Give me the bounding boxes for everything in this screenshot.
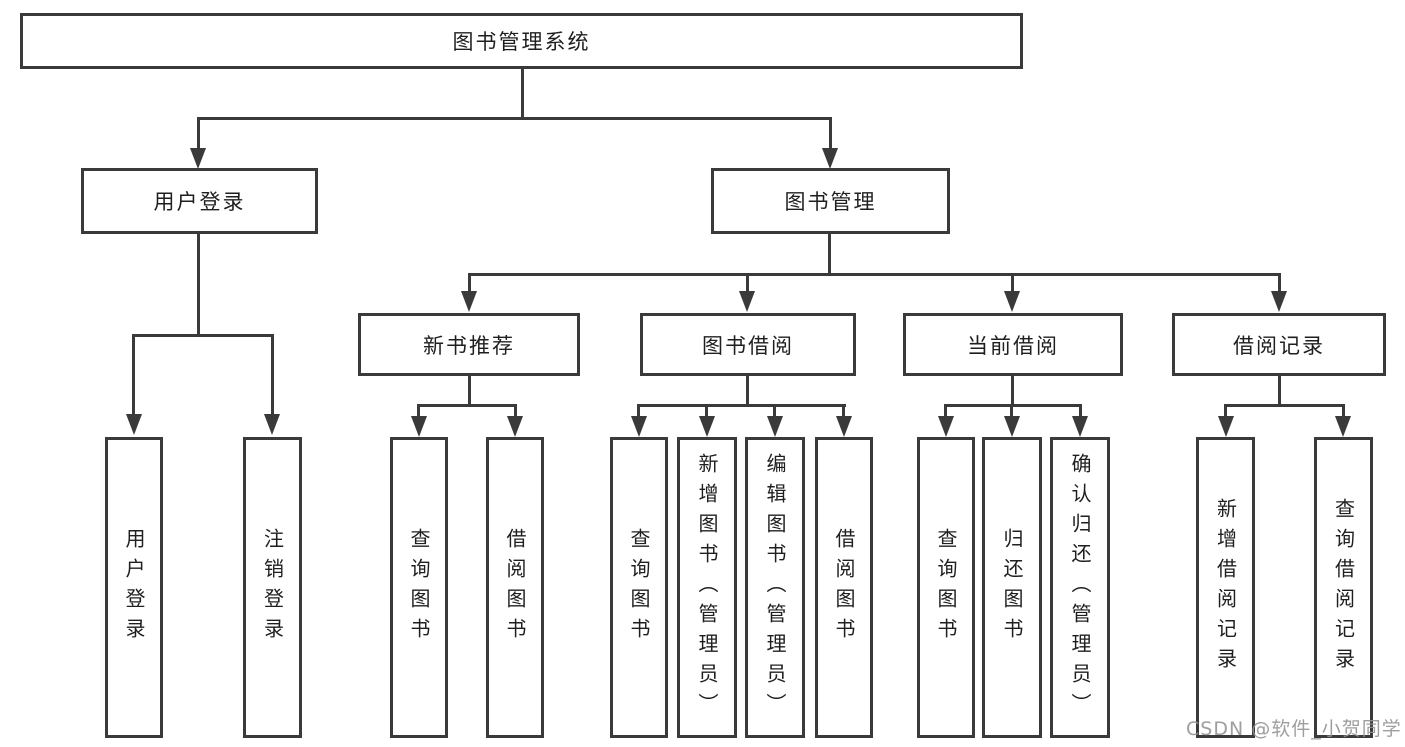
connector-stem bbox=[468, 273, 471, 293]
connector-stem bbox=[1011, 376, 1014, 407]
node-add-borrow-record: 新增借阅记录 bbox=[1196, 437, 1255, 738]
arrow-down-icon bbox=[264, 414, 280, 435]
arrow-down-icon bbox=[631, 416, 647, 437]
arrow-down-icon bbox=[411, 416, 427, 437]
connector-stem bbox=[829, 117, 832, 151]
arrow-down-icon bbox=[822, 148, 838, 169]
arrow-down-icon bbox=[1335, 416, 1351, 437]
node-label: 图书借阅 bbox=[702, 333, 794, 358]
node-logout: 注销登录 bbox=[243, 437, 302, 738]
node-add-book-admin: 新增图书（管理员） bbox=[677, 437, 737, 738]
node-label: 新增借阅记录 bbox=[1213, 497, 1238, 678]
connector-stem bbox=[1278, 273, 1281, 293]
arrow-down-icon bbox=[507, 416, 523, 437]
node-label: 用户登录 bbox=[153, 190, 246, 214]
connector-stem bbox=[1079, 404, 1082, 419]
node-query-books-1: 查询图书 bbox=[390, 437, 448, 738]
connector-stem bbox=[1011, 273, 1014, 293]
node-label: 查询图书 bbox=[627, 527, 651, 648]
node-label: 借阅图书 bbox=[832, 527, 856, 648]
connector-stem bbox=[705, 404, 708, 419]
node-current-borrow: 当前借阅 bbox=[903, 313, 1123, 376]
connector-stem bbox=[746, 273, 749, 293]
connector-stem bbox=[773, 404, 776, 419]
arrow-down-icon bbox=[1218, 416, 1234, 437]
node-label: 归还图书 bbox=[1000, 527, 1024, 648]
connector-stem bbox=[828, 234, 831, 276]
node-edit-book-admin: 编辑图书（管理员） bbox=[745, 437, 805, 738]
node-return-books: 归还图书 bbox=[982, 437, 1042, 738]
connector-stem bbox=[197, 234, 200, 337]
arrow-down-icon bbox=[767, 416, 783, 437]
connector-stem bbox=[1224, 404, 1227, 419]
arrow-down-icon bbox=[126, 414, 142, 435]
node-label: 编辑图书（管理员） bbox=[763, 452, 787, 723]
arrow-down-icon bbox=[1004, 416, 1020, 437]
connector-stem bbox=[197, 117, 200, 151]
node-confirm-return-admin: 确认归还（管理员） bbox=[1050, 437, 1110, 738]
node-library-system: 图书管理系统 bbox=[20, 13, 1023, 69]
node-book-management: 图书管理 bbox=[711, 168, 950, 234]
node-label: 借阅记录 bbox=[1233, 333, 1325, 358]
connector-stem bbox=[746, 376, 749, 407]
connector-stem bbox=[514, 404, 517, 419]
node-label: 查询借阅记录 bbox=[1331, 497, 1356, 678]
connector-stem bbox=[1342, 404, 1345, 419]
arrow-down-icon bbox=[699, 416, 715, 437]
node-borrow-records: 借阅记录 bbox=[1172, 313, 1386, 376]
connector-bus bbox=[944, 404, 1082, 407]
arrow-down-icon bbox=[461, 291, 477, 312]
connector-bus bbox=[637, 404, 846, 407]
node-label: 当前借阅 bbox=[967, 333, 1059, 358]
connector-bus bbox=[1224, 404, 1345, 407]
node-label: 用户登录 bbox=[122, 527, 146, 648]
arrow-down-icon bbox=[1072, 416, 1088, 437]
node-query-borrow-record: 查询借阅记录 bbox=[1314, 437, 1373, 738]
connector-stem bbox=[944, 404, 947, 419]
node-label: 图书管理 bbox=[784, 190, 877, 214]
node-label: 查询图书 bbox=[934, 527, 958, 648]
connector-root-stem bbox=[521, 69, 524, 118]
connector-stem bbox=[417, 404, 420, 419]
node-label: 新增图书（管理员） bbox=[695, 452, 719, 723]
arrow-down-icon bbox=[1271, 291, 1287, 312]
node-user-login: 用户登录 bbox=[81, 168, 318, 234]
arrow-down-icon bbox=[836, 416, 852, 437]
connector-bus bbox=[417, 404, 517, 407]
node-book-borrow: 图书借阅 bbox=[640, 313, 856, 376]
node-label: 图书管理系统 bbox=[452, 30, 591, 54]
node-query-books-3: 查询图书 bbox=[917, 437, 975, 738]
node-new-book-recommend: 新书推荐 bbox=[358, 313, 580, 376]
node-label: 查询图书 bbox=[407, 527, 431, 648]
node-label: 借阅图书 bbox=[503, 527, 527, 648]
watermark-text: CSDN @软件_小贺同学 bbox=[1186, 718, 1402, 740]
connector-stem bbox=[468, 376, 471, 407]
connector-stem bbox=[842, 404, 845, 419]
arrow-down-icon bbox=[1004, 291, 1020, 312]
connector-stem bbox=[132, 334, 135, 416]
node-label: 新书推荐 bbox=[423, 333, 515, 358]
connector-stem bbox=[1010, 404, 1013, 419]
node-borrow-books-2: 借阅图书 bbox=[815, 437, 873, 738]
arrow-down-icon bbox=[938, 416, 954, 437]
connector-stem bbox=[1278, 376, 1281, 407]
node-borrow-books-1: 借阅图书 bbox=[486, 437, 544, 738]
connector-level2-bus bbox=[197, 117, 832, 120]
connector-stem bbox=[637, 404, 640, 419]
node-label: 确认归还（管理员） bbox=[1068, 452, 1092, 723]
connector-stem bbox=[271, 334, 274, 416]
node-label: 注销登录 bbox=[260, 527, 285, 648]
arrow-down-icon bbox=[190, 148, 206, 169]
connector-level3-bus bbox=[468, 273, 1281, 276]
node-query-books-2: 查询图书 bbox=[610, 437, 668, 738]
arrow-down-icon bbox=[739, 291, 755, 312]
connector-bus bbox=[132, 334, 274, 337]
node-user-login-leaf: 用户登录 bbox=[105, 437, 163, 738]
